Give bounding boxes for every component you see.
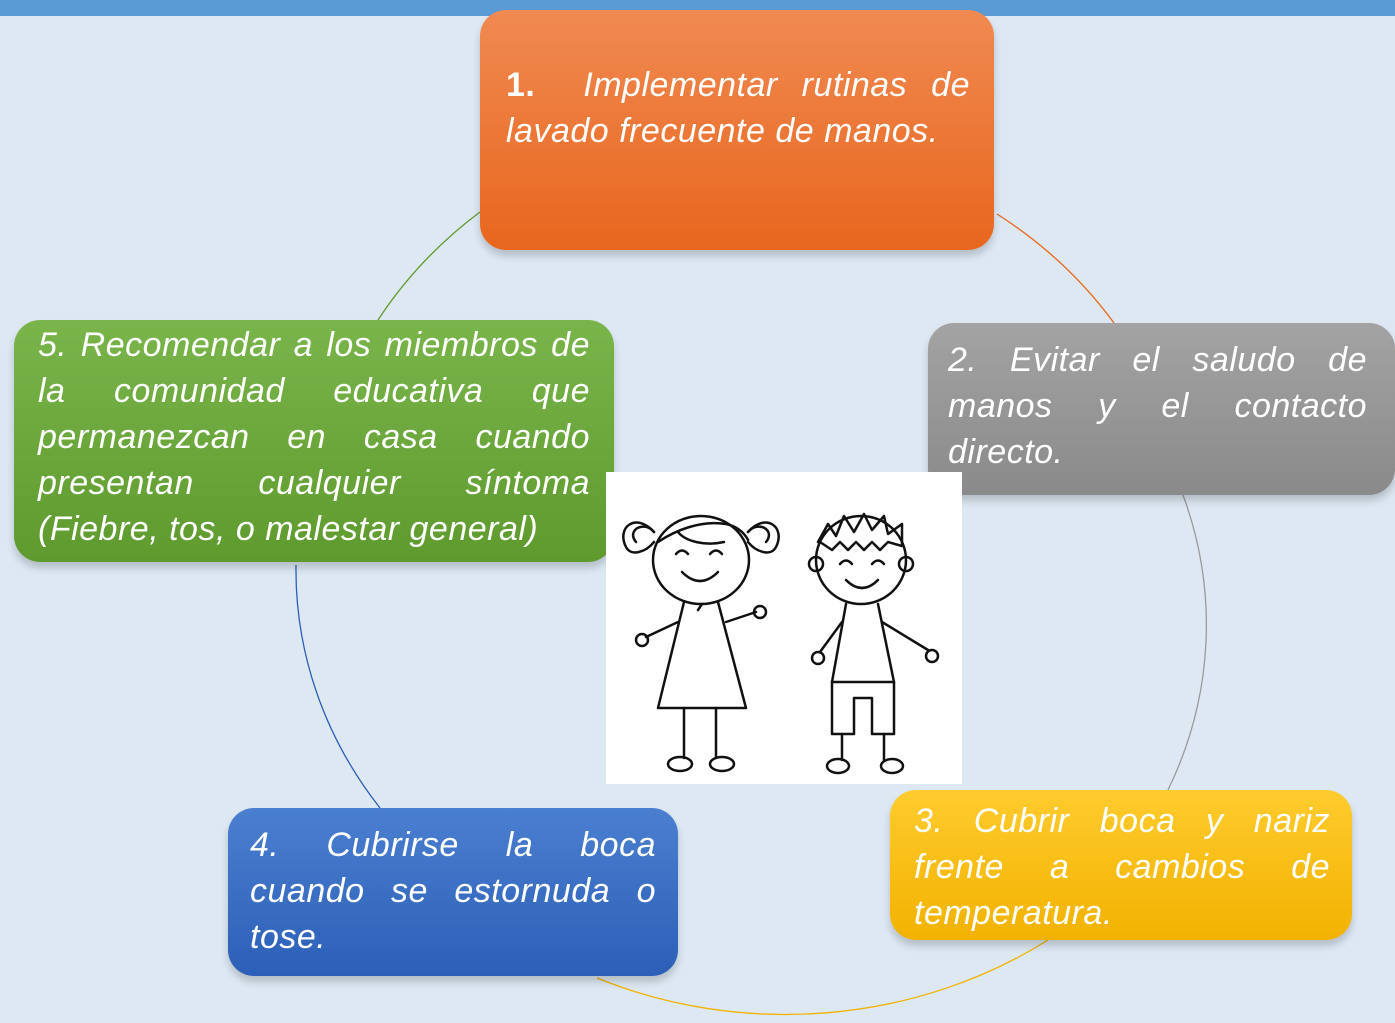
arc-5-to-1 [377, 211, 481, 321]
step-3-text: 3. Cubrir boca y nariz frente a cambios … [914, 802, 1330, 932]
girl-figure [622, 514, 780, 773]
step-4-text: 4. Cubrirse la boca cuando se estornuda … [250, 826, 656, 956]
top-bar [0, 0, 1395, 16]
step-2-box: 2. Evitar el saludo de manos y el contac… [928, 323, 1395, 495]
arc-1-to-2 [996, 213, 1115, 324]
children-drawing [606, 472, 962, 784]
step-5-text: 5. Recomendar a los miembros de la comun… [38, 326, 590, 548]
step-2-text: 2. Evitar el saludo de manos y el contac… [948, 341, 1367, 471]
step-4-box: 4. Cubrirse la boca cuando se estornuda … [228, 808, 678, 976]
arc-2-to-3 [1167, 494, 1207, 791]
step-1-text: Implementar rutinas de lavado frecuente … [506, 66, 970, 150]
step-3-box: 3. Cubrir boca y nariz frente a cambios … [890, 790, 1352, 940]
boy-figure [807, 512, 940, 775]
arc-3-to-4 [596, 939, 1049, 1016]
step-1-box: 1. Implementar rutinas de lavado frecuen… [480, 10, 994, 250]
step-5-box: 5. Recomendar a los miembros de la comun… [14, 320, 614, 562]
step-1-number: 1. [506, 66, 536, 104]
arc-4-to-5 [295, 564, 381, 809]
